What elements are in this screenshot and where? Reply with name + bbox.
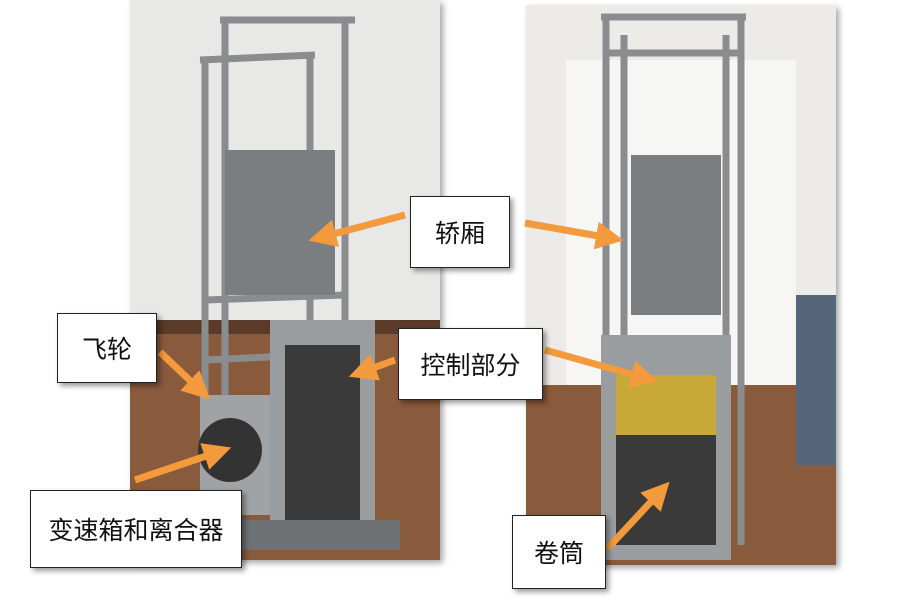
arrow-flywheel [157,349,211,400]
label-drum: 卷筒 [512,515,606,589]
arrow-car-right [524,219,624,250]
left-elevator-photo [130,0,440,560]
arrow-control-right [544,346,659,388]
arrow-car-left [308,211,406,247]
label-gearbox-clutch: 变速箱和离合器 [30,490,242,568]
arrow-gearbox [133,443,232,484]
arrow-control-left [348,354,397,381]
label-control: 控制部分 [398,328,543,400]
label-car: 轿厢 [410,196,510,268]
label-flywheel: 飞轮 [57,313,157,383]
arrow-drum [605,481,670,551]
